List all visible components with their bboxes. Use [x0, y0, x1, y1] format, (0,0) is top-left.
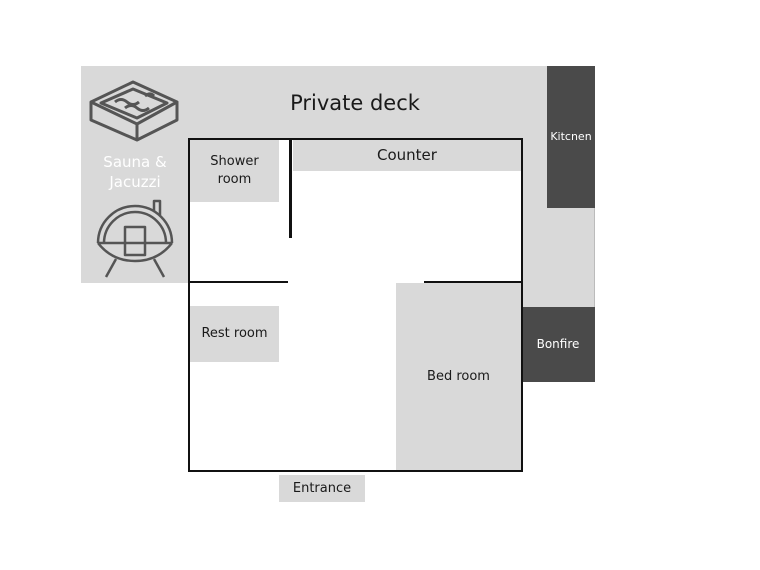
kitchen-block: Kitcnen — [547, 66, 595, 208]
partition-shower-vertical — [289, 140, 292, 238]
counter-area: Counter — [293, 140, 521, 171]
wall-right — [521, 138, 523, 472]
private-deck-label: Private deck — [290, 90, 420, 115]
shower-room: Shower room — [190, 140, 279, 202]
partition-right-horizontal — [424, 281, 523, 283]
wall-left — [188, 138, 190, 472]
barrel-sauna-icon — [96, 199, 174, 278]
wall-bottom — [188, 470, 523, 472]
bed-room: Bed room — [396, 283, 521, 470]
entrance-label: Entrance — [279, 475, 365, 502]
wall-top — [188, 138, 523, 140]
sauna-jacuzzi-label: Sauna & Jacuzzi — [103, 152, 167, 191]
rest-room: Rest room — [190, 306, 279, 362]
partition-left-horizontal — [188, 281, 288, 283]
bonfire-block: Bonfire — [521, 307, 595, 382]
jacuzzi-icon — [89, 80, 179, 142]
